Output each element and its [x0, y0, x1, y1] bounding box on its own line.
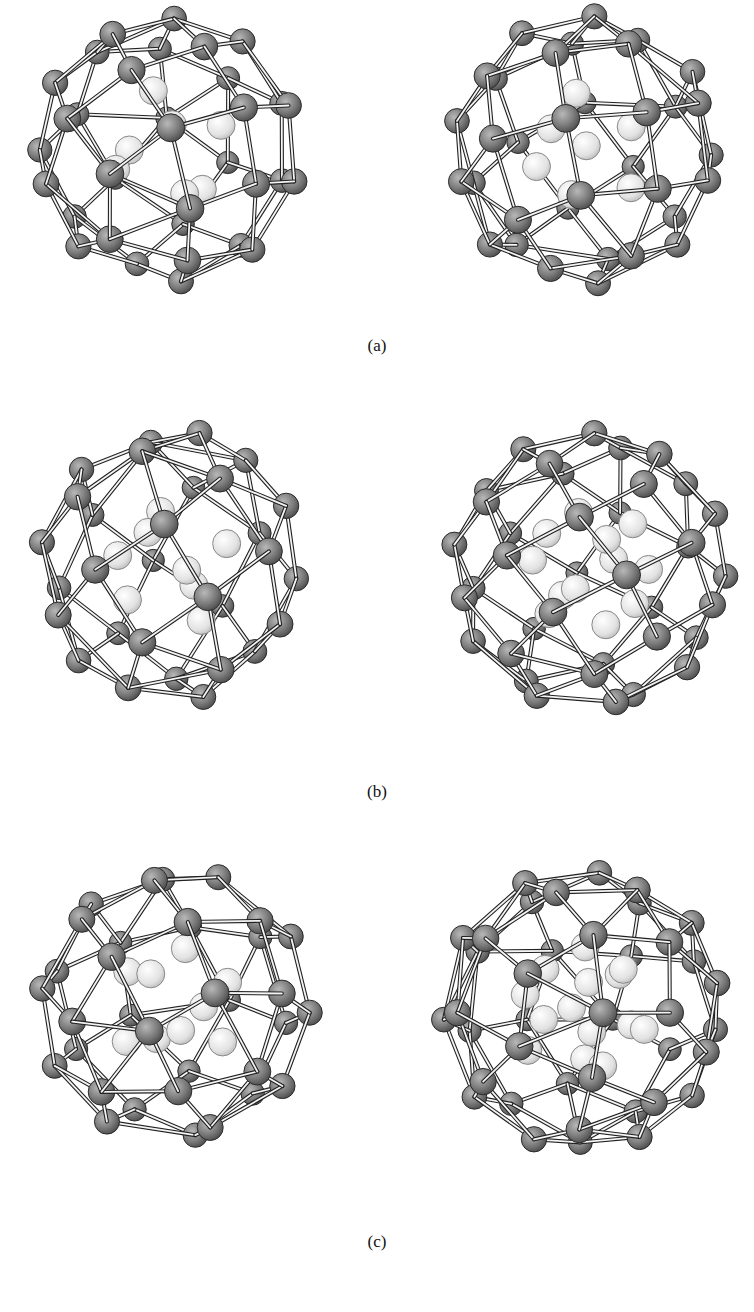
- cluster-drawing: [432, 860, 730, 1154]
- cluster-drawing: [28, 6, 307, 294]
- panel-label: (a): [368, 336, 387, 356]
- bond-outline: [128, 670, 221, 688]
- inner-atom: [619, 510, 647, 538]
- inner-atom: [562, 79, 590, 107]
- bond-fill: [128, 670, 221, 688]
- bond-stick: [77, 114, 166, 118]
- inner-atom: [523, 153, 551, 181]
- bond-stick: [107, 1122, 195, 1136]
- panel-label: (b): [367, 782, 387, 802]
- inner-atom: [209, 1028, 237, 1056]
- bond-fill: [58, 615, 128, 688]
- outer-atom: [613, 561, 641, 589]
- inner-atom: [137, 960, 165, 988]
- bond-fill: [77, 114, 166, 118]
- bond-outline: [77, 114, 166, 118]
- outer-atom: [552, 104, 580, 132]
- inner-atom: [592, 611, 620, 639]
- inner-atom: [572, 132, 600, 160]
- inner-atom: [213, 530, 241, 558]
- panel-label: (c): [368, 1232, 387, 1252]
- outer-atom: [135, 1017, 163, 1045]
- bond-outline: [517, 245, 608, 259]
- outer-atom: [150, 510, 178, 538]
- bond-outline: [218, 877, 291, 936]
- inner-atom: [609, 955, 637, 983]
- bond-outline: [585, 103, 676, 107]
- bond-stick: [585, 103, 676, 107]
- bond-fill: [585, 103, 676, 107]
- inner-atom: [113, 586, 141, 614]
- outer-atom: [157, 114, 185, 142]
- bond-outline: [58, 615, 128, 688]
- bond-fill: [107, 1122, 195, 1136]
- bond-stick: [517, 245, 608, 259]
- bond-stick: [218, 877, 291, 936]
- cluster-drawing: [29, 420, 308, 709]
- inner-atom: [561, 575, 589, 603]
- cluster-drawing: [442, 421, 738, 715]
- bond-fill: [517, 245, 608, 259]
- inner-atom: [630, 1015, 658, 1043]
- outer-atom: [194, 583, 222, 611]
- bond-fill: [218, 877, 291, 936]
- inner-atom: [530, 1005, 558, 1033]
- inner-atom: [617, 174, 645, 202]
- bond-stick: [58, 615, 128, 688]
- bond-stick: [128, 670, 221, 688]
- cluster-drawing: [30, 865, 323, 1148]
- outer-atom: [567, 181, 595, 209]
- cluster-drawing: [445, 4, 724, 296]
- bond-outline: [107, 1122, 195, 1136]
- inner-atom: [519, 546, 547, 574]
- outer-atom: [201, 979, 229, 1007]
- outer-atom: [589, 999, 617, 1027]
